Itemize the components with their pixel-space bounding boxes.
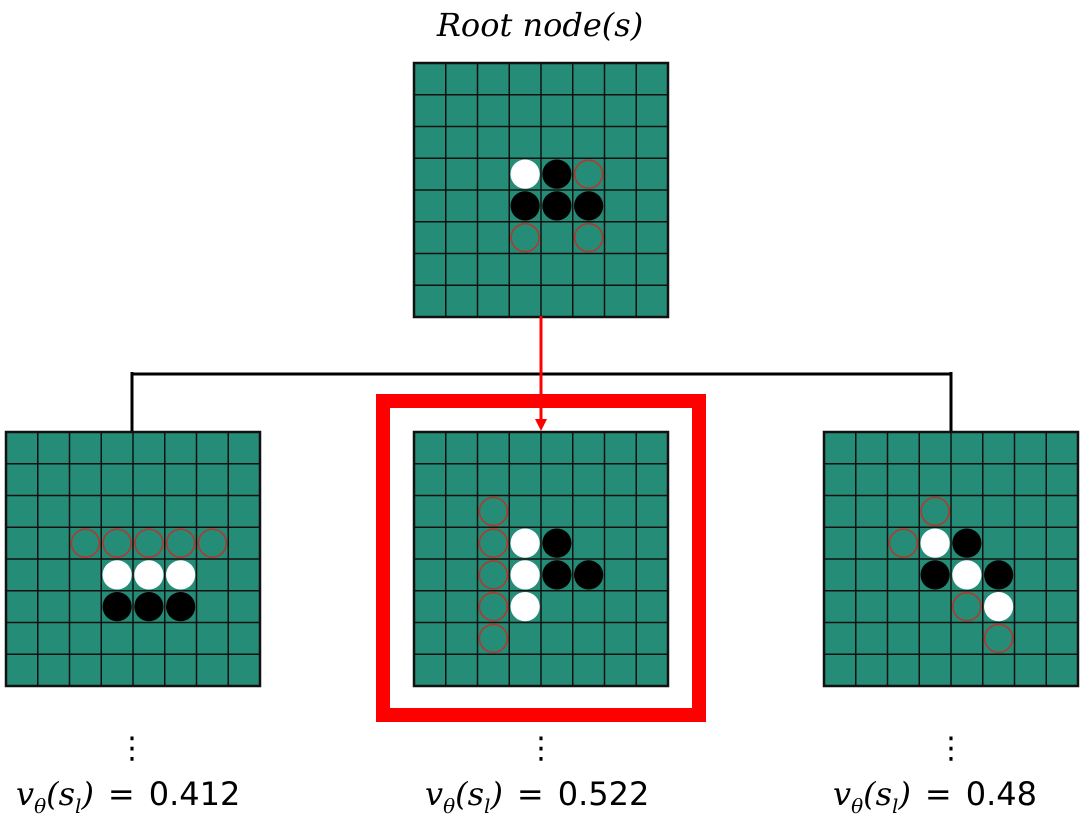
- root-othello-board: [412, 61, 670, 319]
- black-stone: [166, 592, 196, 622]
- ellipsis: ⋮: [117, 731, 147, 766]
- legal-move-marker: [478, 623, 509, 654]
- white-stone: [984, 592, 1014, 622]
- legal-move-marker: [510, 222, 540, 253]
- legal-move-marker: [102, 528, 132, 558]
- black-stone: [984, 560, 1014, 590]
- child-center-label: ⋮ vθ(sl)=0.522: [425, 731, 649, 818]
- black-stone: [102, 592, 132, 622]
- child-left-label: ⋮ vθ(sl)=0.412: [16, 731, 240, 818]
- legal-move-marker: [573, 159, 604, 189]
- white-stone: [510, 560, 540, 590]
- white-stone: [920, 528, 950, 558]
- child-left-othello-board: [4, 430, 262, 688]
- legal-move-marker: [888, 528, 919, 558]
- value-formula: vθ(sl)=0.522: [425, 775, 649, 818]
- black-stone: [542, 560, 572, 590]
- value-formula: vθ(sl)=0.48: [833, 775, 1037, 818]
- root-label: Root node(s): [436, 6, 643, 44]
- legal-move-marker: [573, 222, 604, 253]
- legal-move-marker: [920, 496, 950, 527]
- legal-move-marker: [478, 591, 509, 622]
- legal-move-marker: [70, 528, 101, 558]
- child-right-othello-board: [822, 430, 1080, 688]
- legal-move-marker: [478, 496, 509, 527]
- black-stone: [952, 528, 982, 558]
- black-stone: [920, 560, 950, 590]
- black-stone: [542, 191, 572, 221]
- legal-move-marker: [983, 623, 1014, 654]
- black-stone: [510, 191, 540, 221]
- legal-move-marker: [197, 528, 228, 558]
- black-stone: [542, 528, 572, 558]
- legal-move-marker: [165, 528, 196, 558]
- child-center-othello-board: [412, 430, 670, 688]
- legal-move-marker: [134, 528, 164, 558]
- ellipsis: ⋮: [526, 731, 556, 766]
- white-stone: [510, 592, 540, 622]
- legal-move-marker: [478, 528, 509, 558]
- ellipsis: ⋮: [936, 731, 966, 766]
- black-stone: [542, 159, 572, 189]
- black-stone: [134, 592, 164, 622]
- white-stone: [510, 528, 540, 558]
- root-board: [412, 61, 670, 319]
- black-stone: [574, 560, 604, 590]
- black-stone: [574, 191, 604, 221]
- white-stone: [952, 560, 982, 590]
- value-formula: vθ(sl)=0.412: [16, 775, 240, 818]
- selected-child-highlight: [376, 394, 706, 722]
- white-stone: [166, 560, 196, 590]
- white-stone: [134, 560, 164, 590]
- legal-move-marker: [478, 560, 509, 590]
- child-right-label: ⋮ vθ(sl)=0.48: [833, 731, 1037, 818]
- legal-move-marker: [952, 591, 982, 622]
- white-stone: [510, 159, 540, 189]
- child-boards: [4, 430, 1080, 688]
- white-stone: [102, 560, 132, 590]
